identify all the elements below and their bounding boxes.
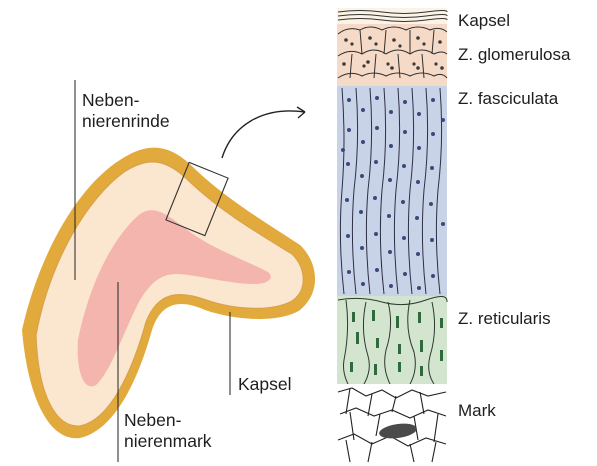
reticularis-layer <box>337 296 447 384</box>
medulla-label-line1: Neben- <box>124 410 212 431</box>
gland-capsule-label: Kapsel <box>238 374 292 395</box>
magnify-arrow <box>222 111 305 158</box>
cortex-label-line2: nierenrinde <box>82 111 170 132</box>
zone-label-reticularis: Z. reticularis <box>458 308 551 329</box>
cortex-label-line1: Neben- <box>82 90 170 111</box>
glomerulosa-layer <box>337 24 447 86</box>
magnify-arrowhead <box>297 107 305 118</box>
zone-label-glomerulosa: Z. glomerulosa <box>458 44 570 65</box>
cortex-label: Neben- nierenrinde <box>82 90 170 132</box>
zone-label-capsule: Kapsel <box>458 10 510 31</box>
histology-column <box>337 8 447 464</box>
medulla-label-line2: nierenmark <box>124 431 212 452</box>
zone-label-fasciculata: Z. fasciculata <box>458 88 558 109</box>
medulla-label: Neben- nierenmark <box>124 410 212 452</box>
zone-label-medulla: Mark <box>458 400 496 421</box>
